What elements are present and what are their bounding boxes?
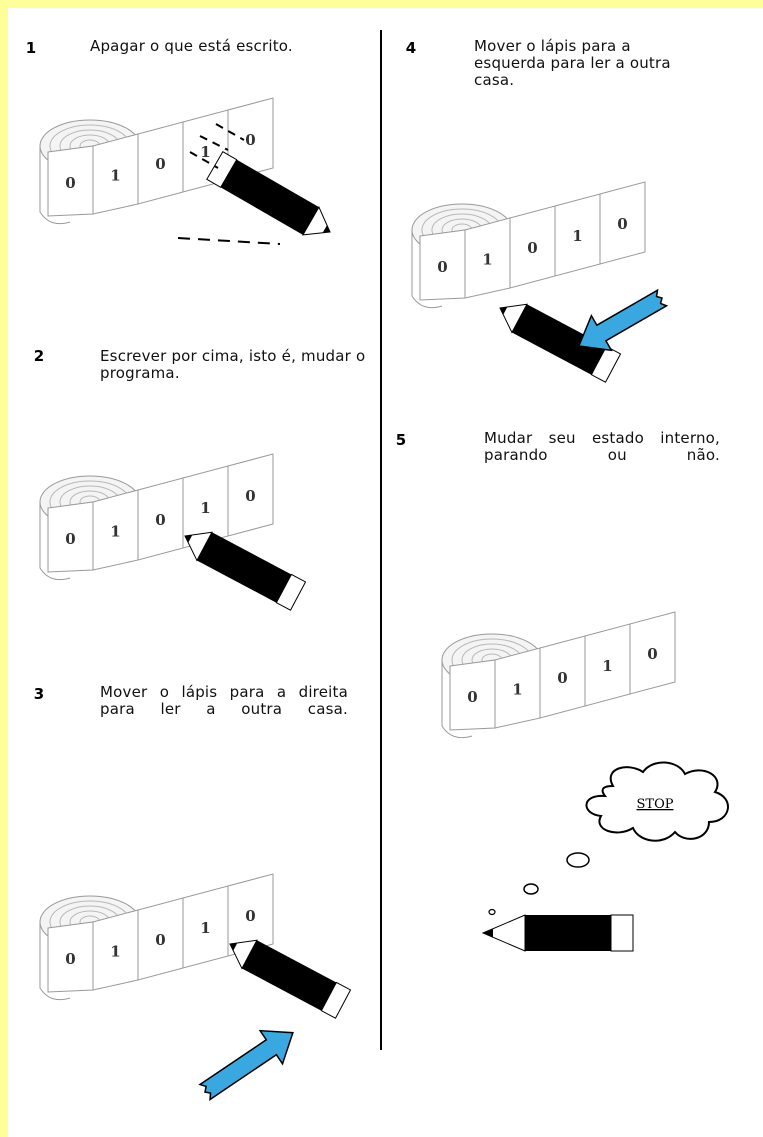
step-4-text: Mover o lápis para a esquerda para ler a… xyxy=(474,38,704,89)
tape-cell-digit: 0 xyxy=(245,487,255,505)
column-divider xyxy=(380,30,382,1050)
tape-cell-digit: 1 xyxy=(110,523,120,541)
tape: 0 1 0 1 0 xyxy=(442,612,675,738)
tape-cell-digit: 0 xyxy=(245,907,255,925)
step-1-number: 1 xyxy=(26,39,36,57)
step-3-text: Mover o lápis para a direita para ler a … xyxy=(100,684,348,718)
step-4-number: 4 xyxy=(406,39,416,57)
step-4-badge: 4 xyxy=(392,28,430,68)
stop-thought-figure: STOP xyxy=(463,758,763,958)
tape-cell-digit: 0 xyxy=(437,258,447,276)
tape-cell-digit: 0 xyxy=(65,950,75,968)
tape-cell-digit: 1 xyxy=(512,681,522,699)
tape-cell-digit: 1 xyxy=(482,251,492,269)
tape-cell-digit: 0 xyxy=(557,669,567,687)
tape-cell-digit: 0 xyxy=(65,174,75,192)
thought-dot-medium xyxy=(524,884,538,894)
step-1-text: Apagar o que está escrito. xyxy=(90,38,380,55)
tape-cell-digit: 1 xyxy=(200,919,210,937)
tape-cell-digit: 1 xyxy=(200,143,210,161)
arrow-shape xyxy=(194,1016,304,1108)
step-1-badge: 1 xyxy=(12,28,50,68)
step-3-number: 3 xyxy=(34,685,44,703)
step-2-number: 2 xyxy=(34,347,44,365)
tape-cell-digit: 0 xyxy=(647,645,657,663)
step-5-number: 5 xyxy=(396,431,406,449)
pencil-body xyxy=(197,532,291,603)
step-5-badge: 5 xyxy=(382,420,420,460)
tape-cell-digit: 0 xyxy=(245,131,255,149)
pencil xyxy=(177,522,305,610)
step-1-tape-figure: 0 1 0 1 0 xyxy=(30,84,330,264)
pencil xyxy=(222,930,350,1018)
direction-arrow xyxy=(194,1016,304,1108)
stop-pencil-eraser xyxy=(611,915,633,951)
stop-pencil-lead xyxy=(483,929,493,937)
tape: 0 1 0 1 0 xyxy=(412,182,645,308)
step-5-tape-figure: 0 1 0 1 0 xyxy=(432,598,752,748)
thought-dot-large xyxy=(567,853,589,867)
step-5-text: Mudar seu estado interno, parando ou não… xyxy=(484,430,720,464)
step-2-text: Escrever por cima, isto é, mudar o progr… xyxy=(100,348,370,382)
tape: 0 1 0 1 0 xyxy=(40,874,273,1000)
tape-cell-digit: 1 xyxy=(110,167,120,185)
tape-cell-digit: 0 xyxy=(617,215,627,233)
step-3-tape-figure: 0 1 0 1 0 xyxy=(30,860,350,1110)
step-4-tape-figure: 0 1 0 1 0 xyxy=(402,168,762,368)
page: 1 Apagar o que está escrito. 0 1 0 1 0 2 Esc… xyxy=(8,8,763,1137)
tape-cell-digit: 0 xyxy=(65,530,75,548)
pencil-body xyxy=(221,160,319,235)
tape-cell-digit: 0 xyxy=(155,511,165,529)
tape-cell-digit: 1 xyxy=(200,499,210,517)
tape-cell-digit: 0 xyxy=(155,931,165,949)
step-2-badge: 2 xyxy=(20,336,58,376)
tape-cell-digit: 1 xyxy=(602,657,612,675)
thought-bubble-text: STOP xyxy=(637,797,674,812)
step-3-badge: 3 xyxy=(20,674,58,714)
thought-dot-small xyxy=(489,910,495,915)
stop-pencil-body xyxy=(525,915,611,951)
stop-pencil xyxy=(483,915,633,951)
tape-cell-digit: 0 xyxy=(467,688,477,706)
tape-cell-digit: 1 xyxy=(572,227,582,245)
tape-cell-digit: 1 xyxy=(110,943,120,961)
pencil-body xyxy=(242,940,336,1011)
erase-stroke xyxy=(178,238,280,244)
tape-cell-digit: 0 xyxy=(527,239,537,257)
tape-cell-digit: 0 xyxy=(155,155,165,173)
step-2-tape-figure: 0 1 0 1 0 xyxy=(30,440,330,620)
